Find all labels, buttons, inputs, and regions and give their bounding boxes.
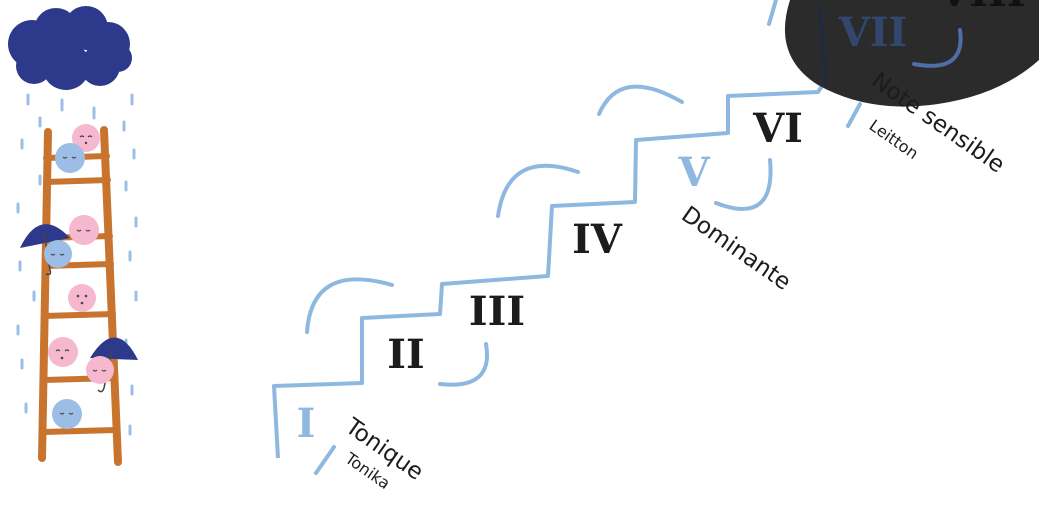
face-blue-top (55, 143, 85, 173)
degree-numeral-5: V (677, 149, 710, 196)
leading-tone-slash (846, 102, 862, 128)
arc-step-6 (714, 158, 773, 211)
face-pink-middle (69, 215, 99, 245)
face-pink-center (68, 284, 96, 312)
face-blue-bottom (52, 399, 82, 429)
degree-numeral-6: VI (752, 105, 803, 152)
degree-numeral-8: VIII (937, 0, 1025, 16)
rain-cloud-icon (8, 6, 132, 90)
face-pink-low-right (86, 356, 114, 384)
arc-step-3 (438, 342, 489, 387)
arc-step-4 (496, 163, 580, 218)
face-pink-top (72, 124, 100, 152)
arc-step-1 (305, 277, 394, 334)
top-rail (767, 0, 778, 26)
stair-outline (272, 84, 824, 459)
label-leitton: Leitton (866, 116, 922, 163)
degree-numeral-2: II (387, 331, 424, 378)
rain-ladder-illustration (8, 6, 138, 466)
face-blue-umbrella (44, 240, 72, 268)
label-dominante: Dominante (677, 202, 796, 296)
degree-numeral-7: VII (838, 9, 907, 56)
degree-numeral-4: IV (572, 216, 623, 263)
arc-step-5 (597, 84, 684, 116)
shadow-edge-line (818, 5, 828, 87)
dark-shadow-blob (784, 0, 1039, 107)
tonic-slash (314, 445, 336, 475)
degree-numeral-3: III (469, 288, 525, 335)
face-pink-low-left (48, 337, 78, 367)
staircase: I II III IV V VI VII VIII Tonique Tonika… (272, 0, 1039, 493)
arc-step-7 (912, 28, 963, 68)
degree-numeral-1: I (297, 400, 316, 447)
ladder (38, 126, 122, 466)
